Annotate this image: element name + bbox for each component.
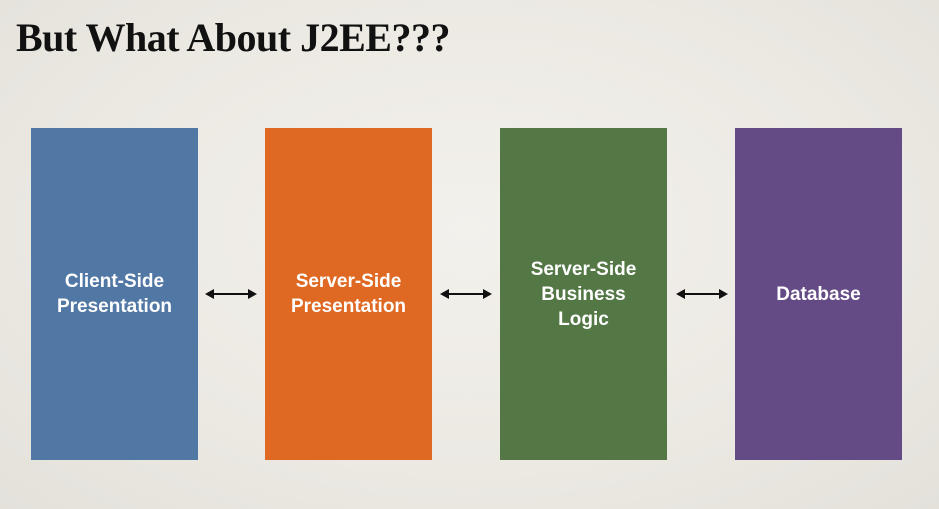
tier-database: Database: [735, 128, 902, 460]
tier-label: Server-Side Business Logic: [531, 257, 637, 332]
tier-label: Server-Side Presentation: [291, 269, 406, 319]
tier-label: Database: [776, 282, 861, 307]
tier-client-side-presentation: Client-Side Presentation: [31, 128, 198, 460]
tier-server-side-business-logic: Server-Side Business Logic: [500, 128, 667, 460]
tier-server-side-presentation: Server-Side Presentation: [265, 128, 432, 460]
double-arrow-icon: [204, 285, 258, 303]
tier-label-line: Logic: [558, 308, 609, 330]
tier-label-line: Client-Side: [64, 271, 165, 292]
tier-label: Client-Side Presentation: [57, 269, 172, 319]
tier-label-line: Database: [776, 283, 861, 305]
tier-label-line: Server-Side: [530, 258, 637, 280]
tier-label-line: Server-Side: [295, 271, 402, 292]
tier-label-line: Business: [541, 283, 626, 305]
tier-label-line: Presentation: [290, 296, 407, 317]
tier-label-line: Presentation: [56, 296, 173, 317]
double-arrow-icon: [675, 285, 729, 303]
double-arrow-icon: [439, 285, 493, 303]
slide-title: But What About J2EE???: [16, 15, 450, 60]
